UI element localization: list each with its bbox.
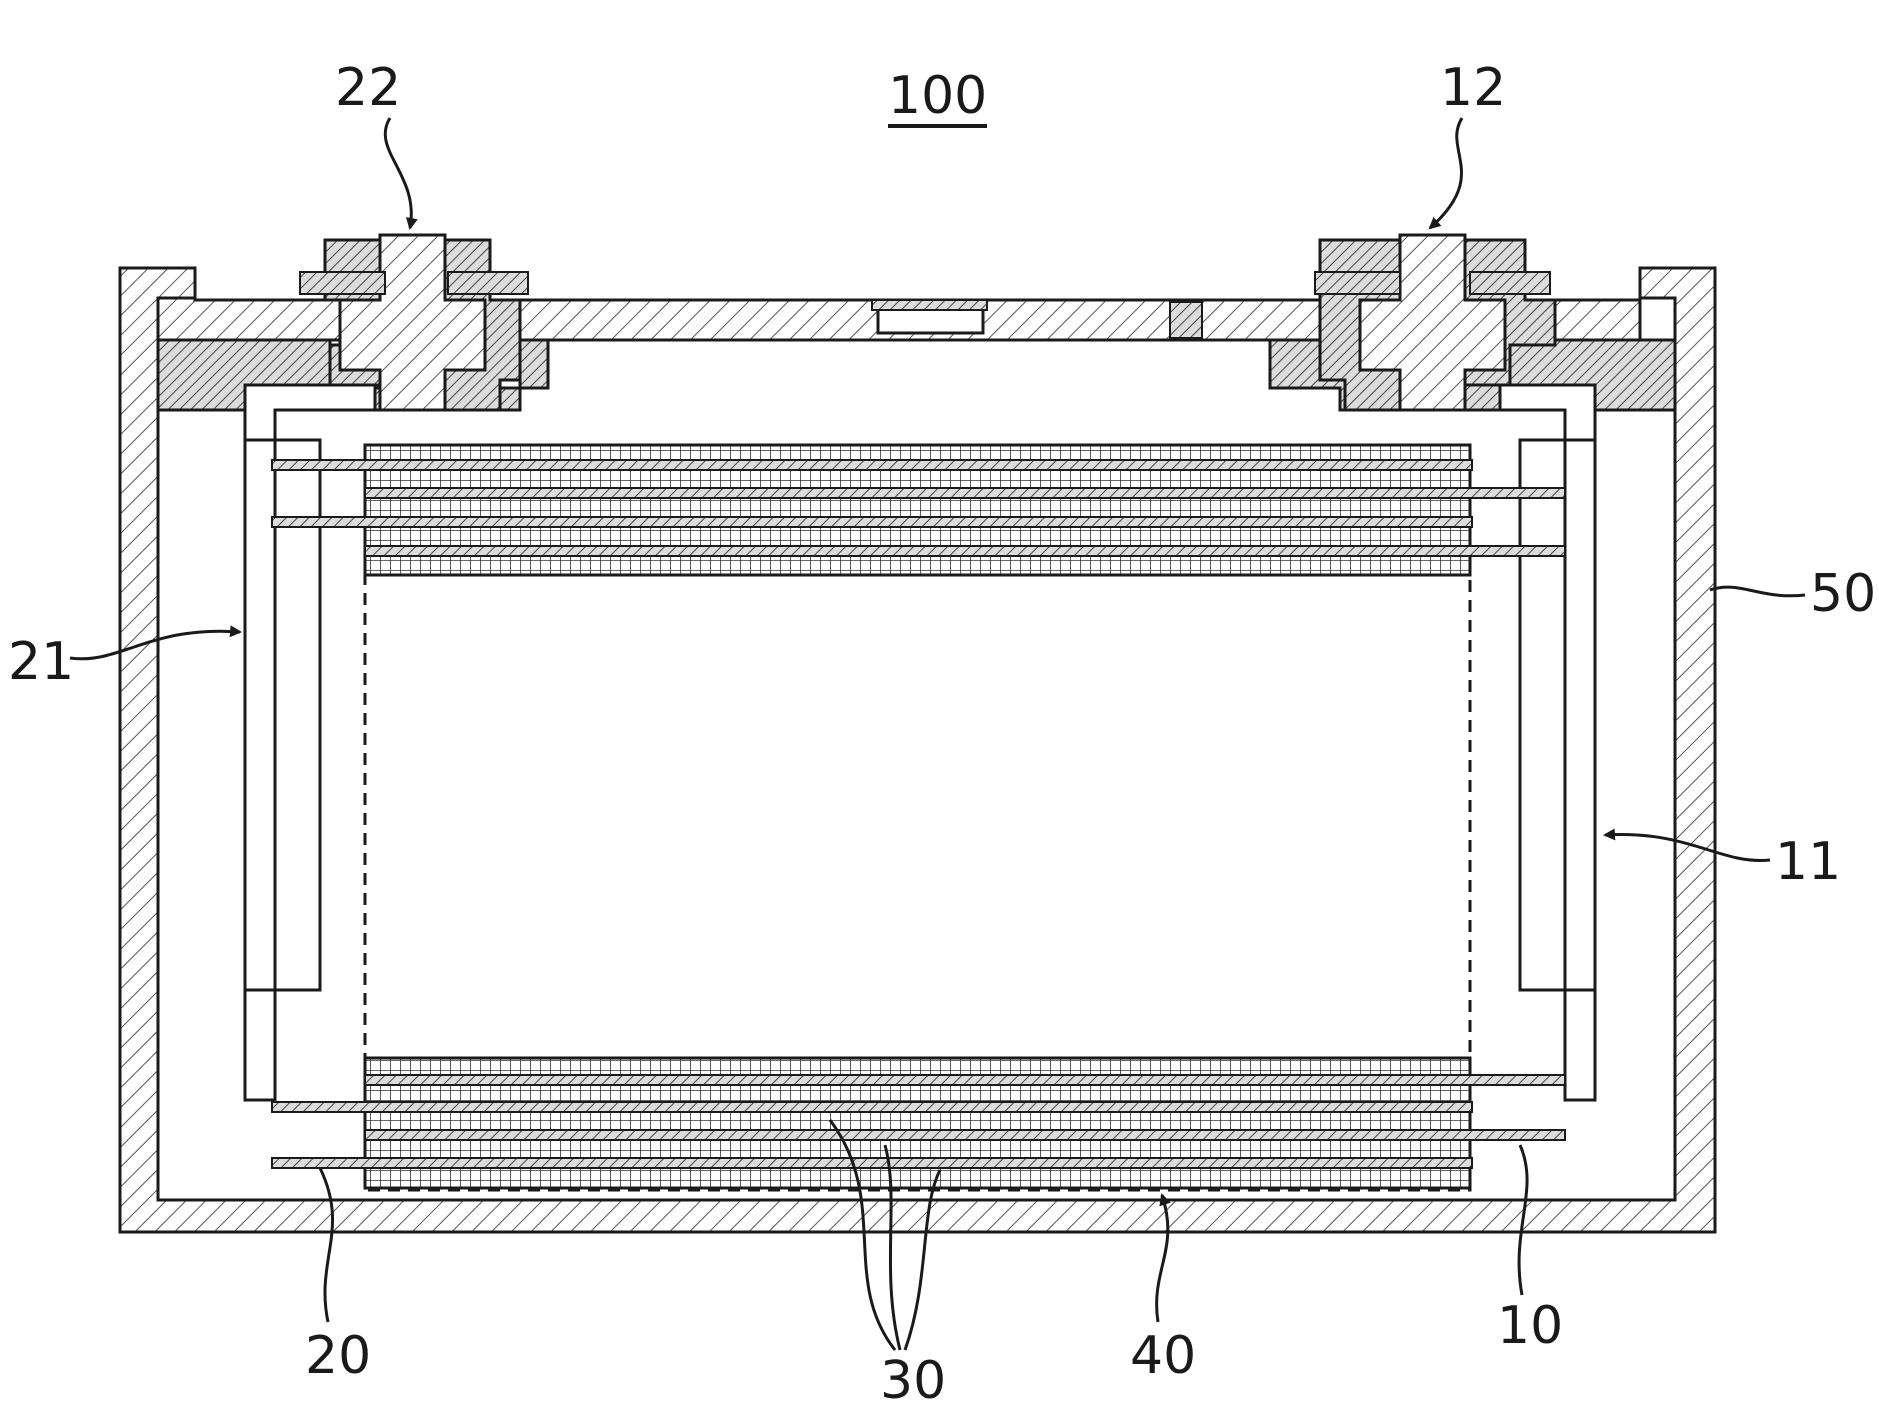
leader-12 [1430,118,1462,228]
vent-plate [872,300,987,310]
positive-electrode-plate [365,1075,1565,1085]
leader-20 [320,1168,333,1322]
negative-lead-dashed [275,460,320,990]
positive-electrode-ref-label: 10 [1497,1300,1563,1352]
positive-lead-ref-label: 11 [1775,836,1841,888]
negative-terminal-ref-label: 22 [335,62,401,114]
device-ref-label: 100 [888,70,987,128]
negative-electrode-plate [272,460,1472,470]
leader-50 [1710,587,1805,596]
negative-electrode-plate [272,1158,1472,1168]
case-ref-label: 50 [1810,568,1876,620]
negative-electrode-plate [272,1102,1472,1112]
negative-lead-ref-label: 21 [8,636,74,688]
injection-plug [1170,302,1202,338]
leader-22 [385,118,411,228]
positive-electrode-plate [365,546,1565,556]
positive-terminal-ref-label: 12 [1440,62,1506,114]
leader-30c [905,1170,940,1350]
positive-electrode-plate [365,1130,1565,1140]
positive-electrode-plate [365,488,1565,498]
electrode-assembly-ref-label: 40 [1130,1330,1196,1382]
negative-lead [245,385,375,1100]
negative-electrode-ref-label: 20 [305,1330,371,1382]
negative-electrode-plate [272,517,1472,527]
separators-ref-label: 30 [880,1355,946,1407]
